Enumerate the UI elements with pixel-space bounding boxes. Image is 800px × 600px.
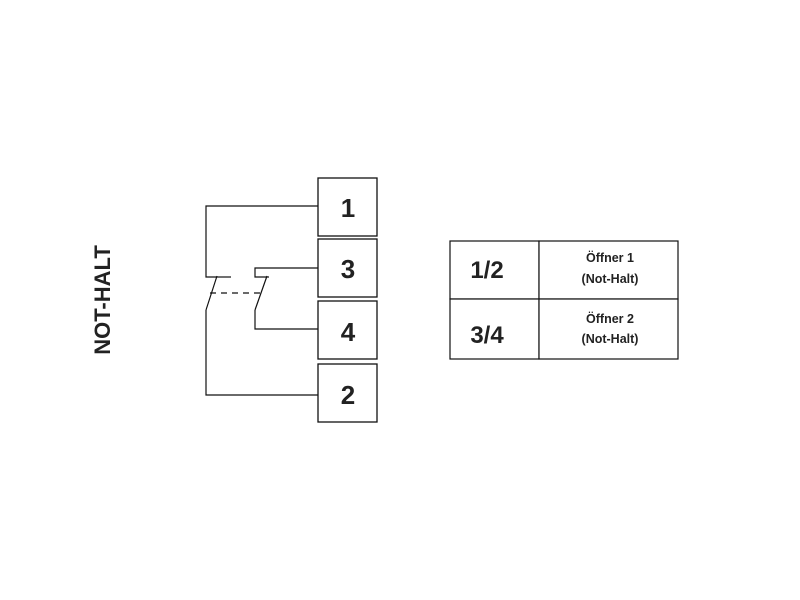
legend-contact-note: (Not-Halt): [582, 332, 639, 346]
terminal-2-label: 2: [341, 380, 355, 410]
legend-contact-note: (Not-Halt): [582, 272, 639, 286]
terminal-4: 4: [317, 300, 378, 360]
legend-contact-name: Öffner 1: [586, 250, 634, 265]
legend-row: 3/4 Öffner 2 (Not-Halt): [449, 298, 679, 360]
legend-code: 1/2: [470, 257, 503, 284]
legend-table: 1/2 Öffner 1 (Not-Halt) 3/4 Öffner 2 (No…: [449, 240, 679, 360]
terminal-1-label: 1: [341, 193, 355, 223]
legend-desc-cell: [538, 240, 679, 300]
wire-terminal-1: [205, 205, 318, 278]
wire-terminal-2: [205, 310, 318, 396]
legend-code: 3/4: [470, 322, 504, 349]
terminal-4-label: 4: [341, 317, 356, 347]
terminal-block: 1 3 4 2: [317, 177, 378, 423]
terminal-3-label: 3: [341, 254, 355, 284]
legend-desc-cell: [538, 298, 679, 360]
terminal-2-box: [317, 363, 378, 423]
legend-code-cell: [449, 298, 540, 360]
terminal-2: 2: [317, 363, 378, 423]
legend-code-cell: [449, 240, 540, 300]
terminal-1: 1: [317, 177, 378, 237]
wire-terminal-3: [254, 267, 318, 278]
legend-row: 1/2 Öffner 1 (Not-Halt): [449, 240, 679, 300]
terminal-4-box: [317, 300, 378, 360]
contact-3-4: [254, 267, 318, 330]
diagram-title: NOT-HALT: [90, 245, 115, 355]
terminal-3-box: [317, 238, 378, 298]
terminal-3: 3: [317, 238, 378, 298]
contact-3-4-blade: [254, 275, 268, 311]
wire-terminal-4: [254, 310, 318, 330]
terminal-1-box: [317, 177, 378, 237]
legend-contact-name: Öffner 2: [586, 311, 634, 326]
contact-1-2: [205, 205, 318, 396]
